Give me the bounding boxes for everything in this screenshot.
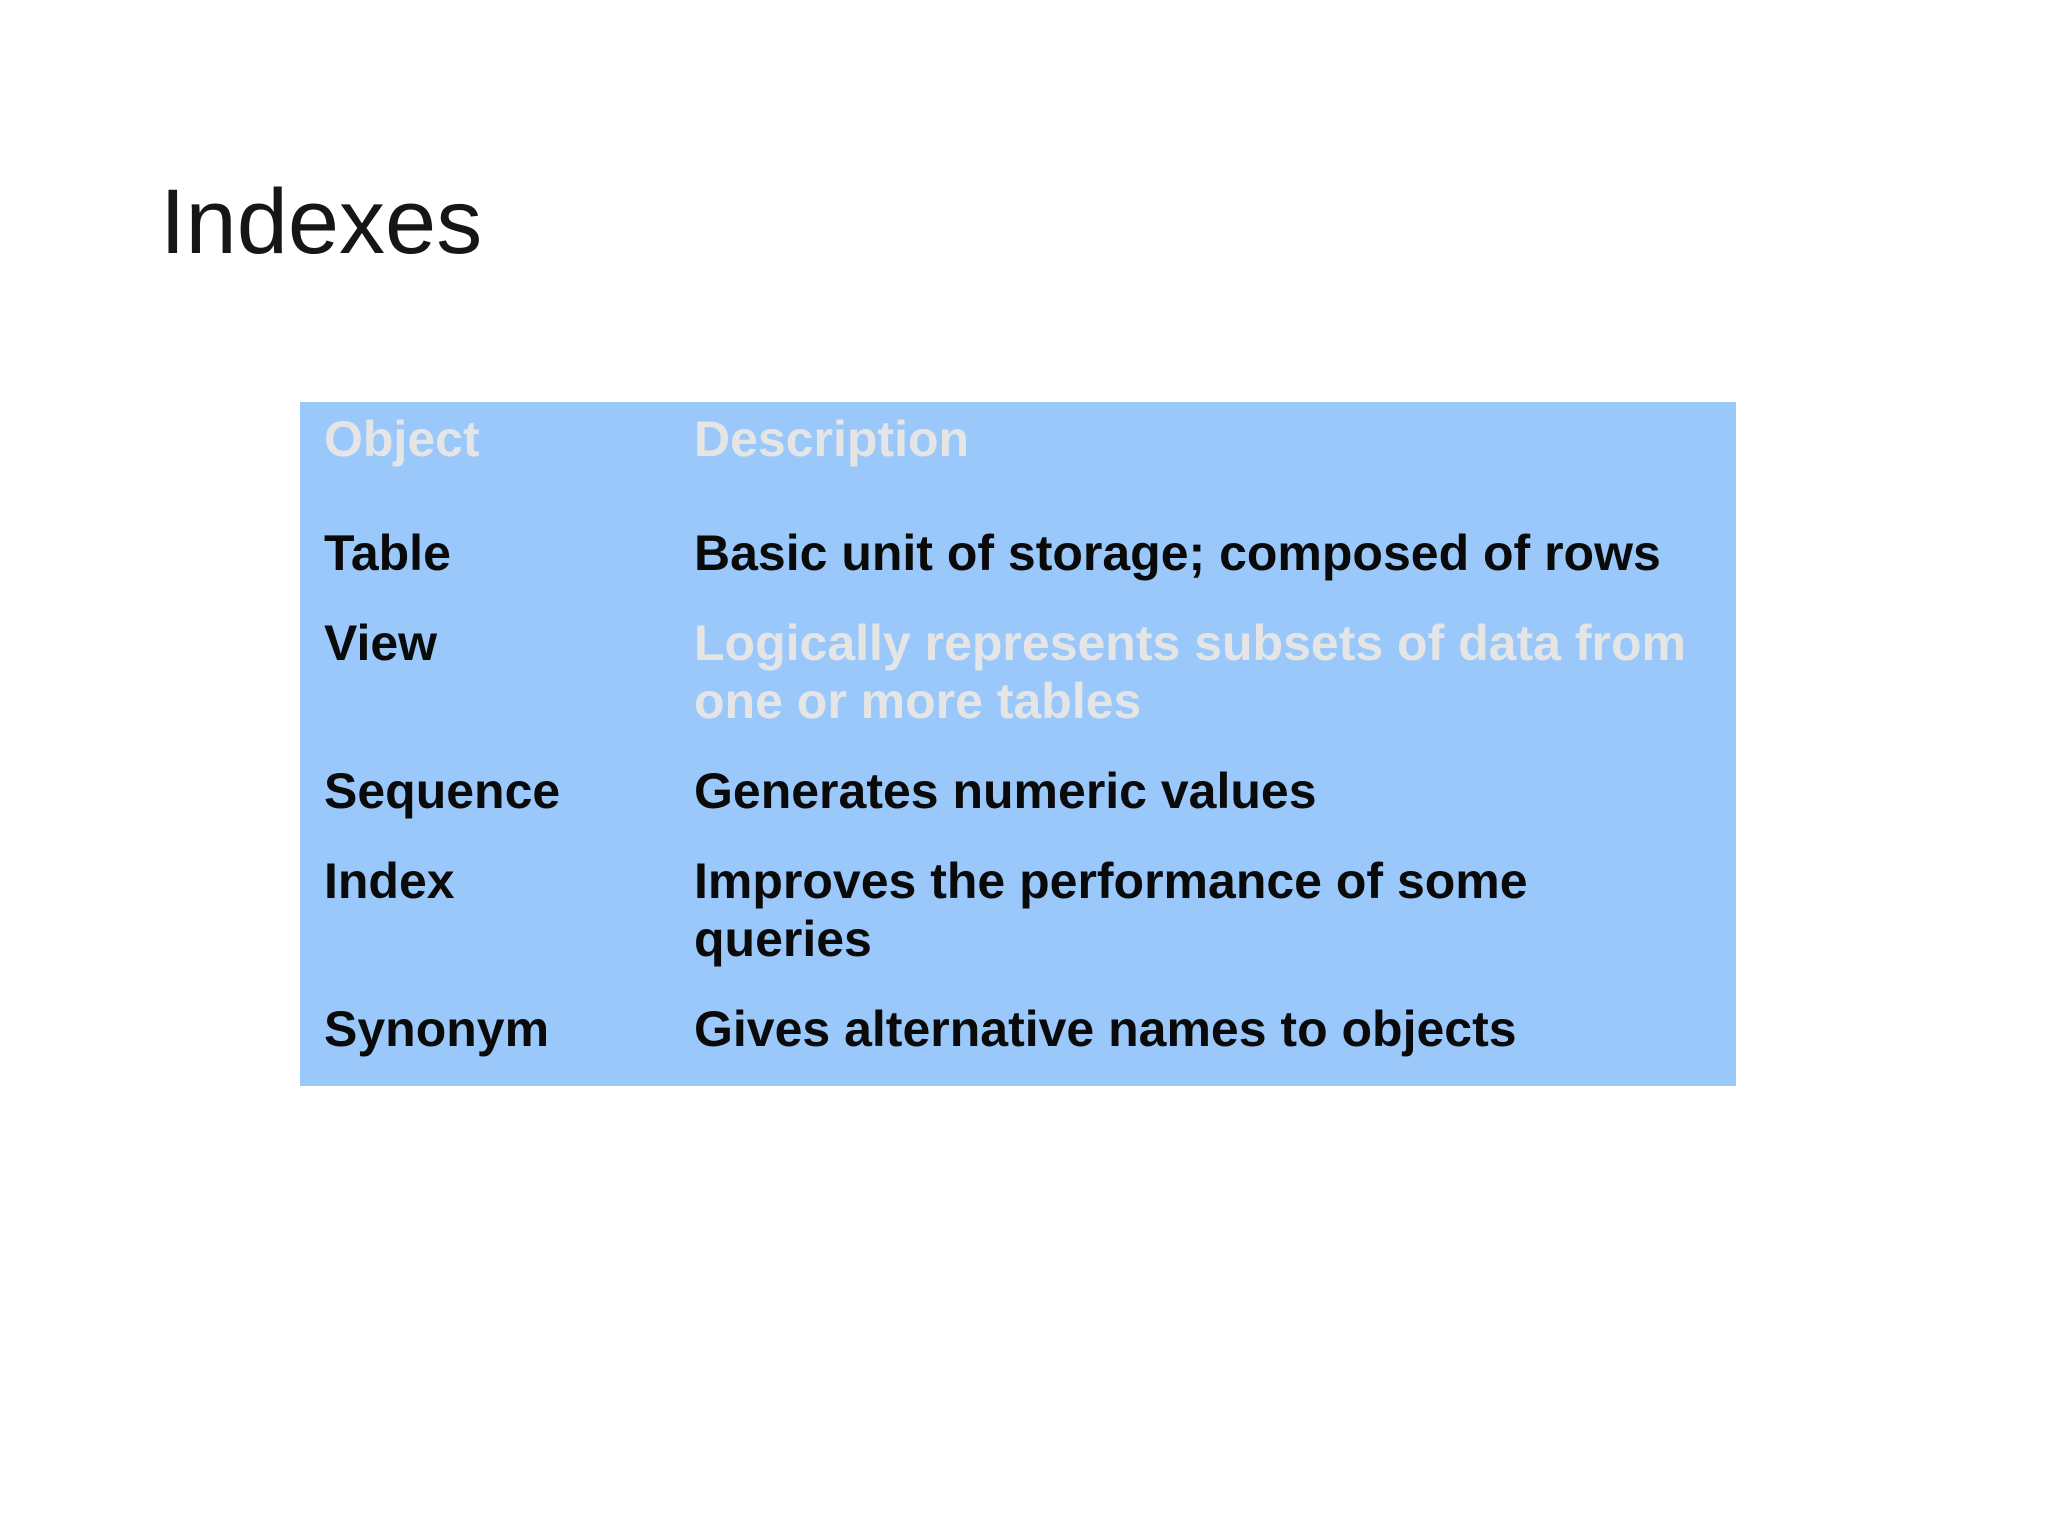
object-cell-sequence: Sequence: [324, 763, 561, 819]
table-row: Index Improves the performance of some q…: [324, 852, 1712, 968]
table-row: Sequence Generates numeric values: [324, 762, 1712, 820]
objects-table: Object Description Table Basic unit of s…: [300, 402, 1736, 1086]
table-row: Table Basic unit of storage; composed of…: [324, 524, 1712, 582]
page-title: Indexes: [160, 171, 483, 273]
description-cell-table: Basic unit of storage; composed of rows: [694, 525, 1661, 581]
description-cell-view: Logically represents subsets of data fro…: [694, 615, 1686, 729]
table-row: View Logically represents subsets of dat…: [324, 614, 1712, 730]
table-row: Synonym Gives alternative names to objec…: [324, 1000, 1712, 1058]
column-header-object: Object: [324, 411, 480, 467]
description-cell-sequence: Generates numeric values: [694, 763, 1317, 819]
object-cell-view: View: [324, 615, 438, 671]
table-header-row: Object Description: [324, 410, 1712, 468]
column-header-description: Description: [694, 411, 970, 467]
description-cell-index: Improves the performance of some queries: [694, 853, 1528, 967]
object-cell-table: Table: [324, 525, 451, 581]
object-cell-index: Index: [324, 853, 455, 909]
object-cell-synonym: Synonym: [324, 1001, 550, 1057]
description-cell-synonym: Gives alternative names to objects: [694, 1001, 1517, 1057]
